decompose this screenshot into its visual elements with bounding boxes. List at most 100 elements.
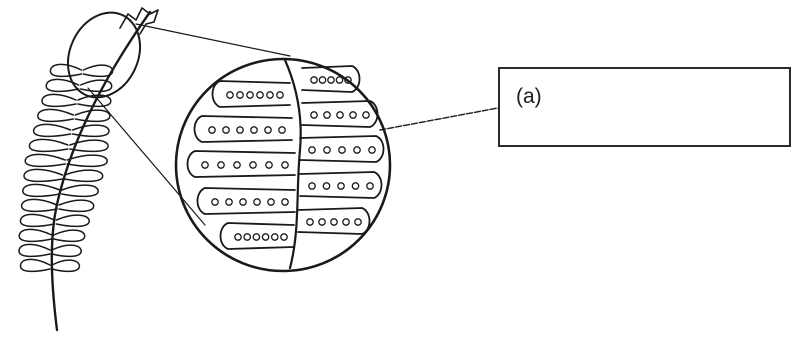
right-pinna [55, 214, 90, 228]
left-pinna [28, 138, 69, 153]
right-pinna [61, 184, 99, 198]
left-pinna [18, 243, 51, 258]
sorus-dot [252, 233, 261, 241]
right-pinna [52, 229, 86, 243]
sorus-dot [368, 146, 376, 154]
sorus-dot [362, 111, 370, 119]
sorus-dot [366, 182, 374, 190]
right-pinna [82, 64, 114, 78]
sori-dots [201, 76, 376, 241]
zoom-line-top [135, 23, 291, 57]
magnified-circle [174, 57, 392, 273]
sorus-dot [234, 233, 242, 241]
sorus-dot [276, 91, 284, 99]
sorus-dot [342, 218, 350, 226]
magnified-left-pinnule [193, 115, 293, 143]
magnified-right-pinnule [299, 171, 383, 199]
right-pinna [58, 199, 95, 213]
left-pinna [41, 93, 77, 108]
right-pinna [66, 154, 108, 168]
zoom-line-bottom [87, 87, 206, 226]
sorus-dot [236, 126, 244, 134]
sorus-dot [308, 146, 316, 154]
sorus-dot [211, 198, 219, 206]
left-pinna [37, 108, 75, 123]
left-pinna [32, 123, 72, 138]
magnified-left-pinnule [196, 187, 296, 215]
magnified-rachis [283, 58, 302, 270]
sorus-dot [306, 218, 314, 226]
sorus-dot [344, 76, 352, 84]
sorus-dot [256, 91, 264, 99]
sorus-dot [265, 161, 273, 169]
sorus-dot [281, 161, 289, 169]
sorus-dot [233, 161, 241, 169]
magnified-right-pinnules [297, 65, 385, 235]
sorus-dot [335, 76, 344, 84]
magnified-right-pinnule [299, 135, 385, 163]
sorus-dot [267, 198, 275, 206]
sorus-dot [308, 182, 316, 190]
sorus-dot [217, 161, 225, 169]
sorus-dot [246, 91, 254, 99]
sorus-dot [351, 182, 360, 190]
sorus-dot [201, 161, 209, 169]
sorus-dot [323, 111, 331, 119]
sorus-dot [330, 218, 338, 226]
sorus-dot [327, 76, 335, 84]
label-text-a: (a) [516, 85, 542, 108]
right-pinna [51, 259, 81, 273]
sorus-dot [322, 182, 331, 190]
sorus-dot [222, 126, 230, 134]
sorus-dot [336, 111, 344, 119]
left-pinna [19, 213, 56, 228]
sorus-dot [281, 198, 289, 206]
left-pinna [49, 63, 83, 78]
fern-rachis [50, 10, 152, 332]
sorus-dot [318, 218, 326, 226]
right-pinna [77, 94, 112, 108]
left-pinna [24, 153, 66, 168]
right-pinna [71, 124, 110, 138]
sorus-dot [323, 146, 331, 154]
magnified-left-pinnule [186, 150, 296, 178]
sorus-dot [236, 91, 244, 99]
sorus-dot [225, 198, 233, 206]
sorus-dot [280, 233, 288, 241]
magnified-right-pinnule [301, 100, 379, 128]
sorus-dot [338, 146, 346, 154]
sorus-dot [243, 233, 252, 241]
sorus-dot [318, 76, 327, 84]
left-pinna [19, 258, 51, 273]
magnified-left-pinnule [219, 222, 295, 250]
sorus-dot [310, 111, 318, 119]
magnified-left-pinnules [186, 80, 296, 250]
sorus-dot [270, 233, 279, 241]
fern-tip [119, 7, 159, 35]
right-pinna [63, 169, 104, 183]
sorus-dot [226, 91, 234, 99]
left-pinnae [18, 63, 83, 273]
sorus-dot [353, 146, 361, 154]
right-pinna [51, 244, 82, 258]
sorus-dot [337, 182, 345, 190]
sorus-dot [354, 218, 362, 226]
right-pinnae [51, 64, 114, 273]
sorus-dot [278, 126, 286, 134]
label-box-a: (a) [498, 67, 791, 147]
sorus-dot [249, 161, 257, 169]
left-pinna [20, 198, 58, 213]
label-pointer-line [379, 107, 499, 131]
right-pinna [69, 139, 109, 153]
sorus-dot [266, 91, 274, 99]
sorus-dot [264, 126, 272, 134]
sorus-dot [310, 76, 318, 84]
sorus-dot [250, 126, 258, 134]
left-pinna [23, 168, 64, 183]
fern-frond [18, 7, 159, 332]
right-pinna [79, 79, 113, 93]
magnify-region-circle [67, 11, 141, 99]
magnified-left-pinnule [211, 80, 291, 108]
magnified-pinna [174, 57, 392, 273]
